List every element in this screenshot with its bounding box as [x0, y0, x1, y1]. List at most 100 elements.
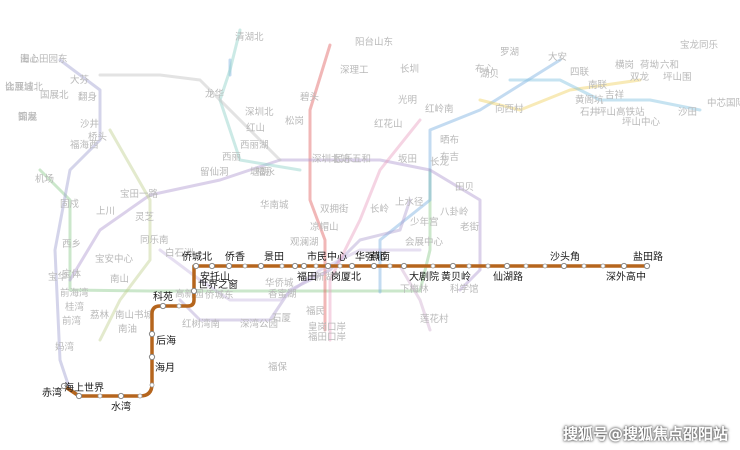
- background-station-label[interactable]: 四联: [570, 67, 590, 78]
- background-station-label[interactable]: 布心: [475, 63, 495, 75]
- background-station-label[interactable]: 白石洲: [165, 247, 194, 259]
- station-label[interactable]: 燕南: [370, 250, 390, 263]
- station-dot[interactable]: [176, 303, 182, 309]
- background-station-label[interactable]: 坪山中心: [622, 116, 661, 128]
- background-station-label[interactable]: 布吉: [440, 151, 459, 163]
- station-marker[interactable]: [503, 262, 511, 270]
- background-station-label[interactable]: 宝华: [48, 271, 68, 283]
- station-marker[interactable]: [400, 262, 408, 270]
- background-station-label[interactable]: 福海西: [70, 139, 99, 151]
- background-station-label[interactable]: 华侨城: [265, 277, 294, 289]
- background-station-label[interactable]: 大安: [548, 51, 567, 63]
- background-station-label[interactable]: 湖贝: [480, 69, 499, 80]
- background-station-label[interactable]: 香蜜湖: [268, 288, 297, 300]
- background-station-label[interactable]: 会展中心: [405, 236, 444, 248]
- station-marker[interactable]: [620, 262, 628, 270]
- background-station-label[interactable]: 六和: [660, 59, 679, 71]
- background-station-label[interactable]: 福民: [306, 305, 325, 317]
- station-marker[interactable]: [148, 353, 156, 361]
- background-station-label[interactable]: 福田口岸: [308, 331, 347, 343]
- station-dot[interactable]: [430, 263, 436, 269]
- background-station-label[interactable]: 科学馆: [450, 283, 479, 295]
- background-station-label[interactable]: 侨城东: [205, 289, 234, 301]
- background-station-label[interactable]: 坪山围: [663, 71, 692, 83]
- background-station-label[interactable]: 宝体: [62, 268, 82, 280]
- background-station-label[interactable]: 凉帽山: [310, 221, 339, 233]
- station-marker[interactable]: [291, 262, 299, 270]
- background-station-label[interactable]: 五和: [352, 154, 371, 165]
- background-station-label[interactable]: 长岭: [370, 203, 390, 215]
- station-marker[interactable]: [208, 262, 216, 270]
- background-station-label[interactable]: 妈湾: [55, 341, 75, 353]
- background-station-label[interactable]: 前湾: [62, 315, 82, 327]
- background-station-label[interactable]: 上水径: [395, 196, 424, 208]
- background-station-label[interactable]: 阳台山东: [355, 36, 393, 48]
- station-label[interactable]: 科苑: [153, 290, 173, 303]
- background-station-label[interactable]: 双龙: [630, 71, 650, 83]
- station-marker[interactable]: [192, 262, 200, 270]
- background-station-label[interactable]: 清湖北: [235, 31, 264, 43]
- background-station-label[interactable]: 下梅林: [400, 283, 429, 295]
- station-dot[interactable]: [313, 263, 319, 269]
- station-dot[interactable]: [137, 393, 143, 399]
- background-station-label[interactable]: 深理工: [340, 65, 369, 76]
- station-marker[interactable]: [159, 302, 167, 310]
- background-station-label[interactable]: 皇岗口岸: [308, 321, 347, 333]
- station-label[interactable]: 仙湖路: [493, 270, 523, 283]
- background-station-label[interactable]: 机场: [35, 173, 54, 185]
- background-station-label[interactable]: 桂湾: [65, 301, 85, 313]
- background-station-label[interactable]: 锦龙: [18, 111, 38, 123]
- background-station-label[interactable]: 红山: [246, 122, 265, 134]
- station-marker[interactable]: [560, 262, 568, 270]
- station-label[interactable]: 华强北: [355, 250, 385, 263]
- background-station-label[interactable]: 灵芝: [135, 211, 155, 223]
- background-station-label[interactable]: 翻身: [78, 91, 97, 103]
- background-station-label[interactable]: 西乡: [62, 239, 81, 250]
- station-label[interactable]: 市民中心: [307, 250, 347, 263]
- background-station-label[interactable]: 横岗: [615, 59, 634, 71]
- background-station-label[interactable]: 石厦: [272, 313, 292, 324]
- background-station-label[interactable]: 比亚迪北: [5, 81, 44, 93]
- background-station-label[interactable]: 华南城: [260, 199, 289, 211]
- station-marker[interactable]: [75, 392, 83, 400]
- background-station-label[interactable]: 宝龙同乐: [680, 39, 719, 51]
- station-dot[interactable]: [337, 263, 343, 269]
- background-station-label[interactable]: 西丽: [222, 152, 241, 163]
- background-station-label[interactable]: 南山: [110, 273, 129, 285]
- background-station-label[interactable]: 中芯国际: [707, 97, 740, 109]
- background-station-label[interactable]: 同乐南: [140, 234, 169, 246]
- background-station-label[interactable]: 留仙洞: [200, 166, 229, 178]
- station-dot[interactable]: [97, 393, 103, 399]
- station-dot[interactable]: [279, 263, 285, 269]
- background-station-label[interactable]: 老街: [460, 221, 480, 233]
- station-label[interactable]: 岗厦北: [331, 271, 361, 283]
- station-label[interactable]: 大剧院: [409, 270, 439, 283]
- station-marker[interactable]: [370, 262, 378, 270]
- background-station-label[interactable]: 上川: [96, 206, 115, 217]
- station-label[interactable]: 侨城北: [182, 251, 212, 263]
- station-label[interactable]: 海月: [155, 361, 175, 374]
- station-dot[interactable]: [242, 263, 248, 269]
- background-station-label[interactable]: 深圳北: [245, 107, 274, 118]
- background-station-label[interactable]: 荔林: [90, 309, 110, 321]
- background-station-label[interactable]: 红树湾南: [182, 318, 220, 330]
- background-station-label[interactable]: 国展: [18, 112, 38, 123]
- background-station-label[interactable]: 八卦岭: [440, 206, 469, 218]
- station-label[interactable]: 黄贝岭: [441, 270, 471, 283]
- station-marker[interactable]: [148, 330, 156, 338]
- station-dot[interactable]: [600, 263, 606, 269]
- background-station-label[interactable]: 石井: [580, 106, 599, 118]
- station-label[interactable]: 沙头角: [550, 251, 580, 263]
- station-marker[interactable]: [324, 262, 332, 270]
- background-station-label[interactable]: 深圳北站: [312, 153, 351, 165]
- station-label[interactable]: 安托山: [200, 270, 230, 283]
- background-station-label[interactable]: 新湖: [315, 271, 334, 283]
- station-marker[interactable]: [643, 262, 651, 270]
- background-station-label[interactable]: 深湾公园: [240, 318, 278, 330]
- station-dot[interactable]: [523, 263, 529, 269]
- station-label[interactable]: 世界之窗: [198, 278, 238, 291]
- background-station-label[interactable]: 南山书城: [115, 309, 154, 321]
- station-label[interactable]: 赤湾: [42, 386, 62, 399]
- station-dot[interactable]: [466, 263, 472, 269]
- background-station-label[interactable]: 碧头: [300, 91, 319, 103]
